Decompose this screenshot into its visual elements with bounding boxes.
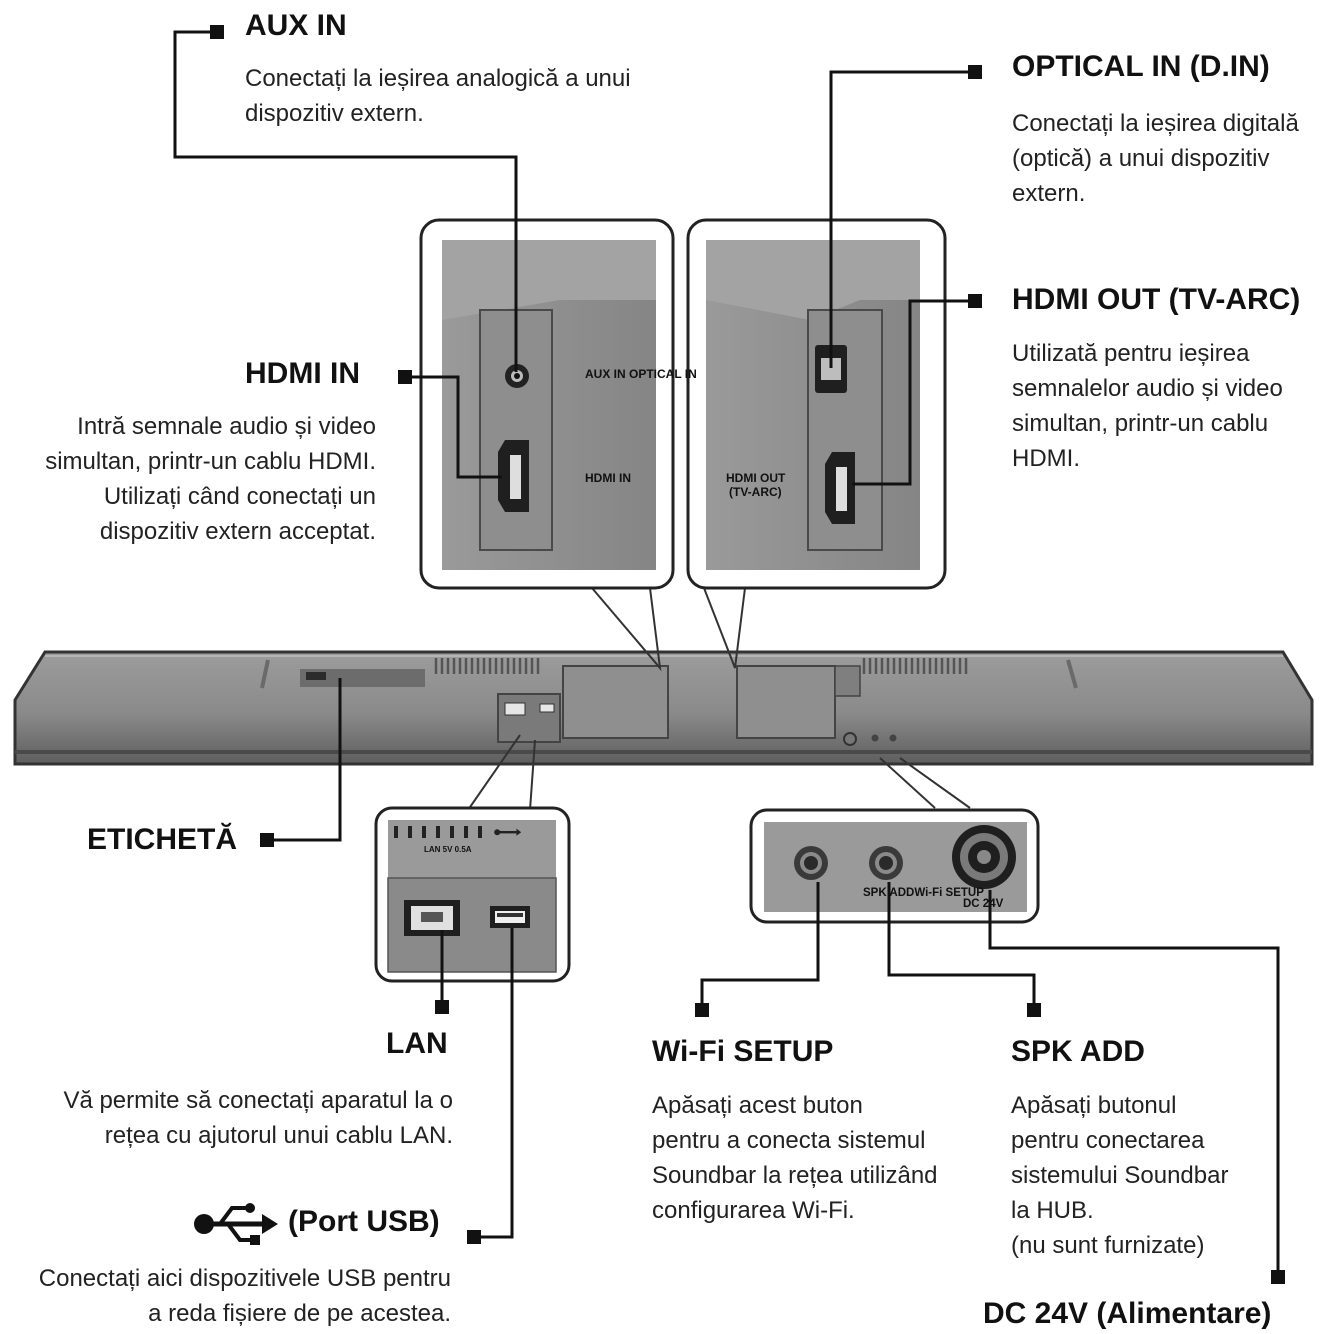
eticheta-title: ETICHETĂ [87, 823, 237, 856]
hdmi-in-title: HDMI IN [245, 357, 360, 390]
spk-add-desc: Apăsați butonul pentru conectarea sistem… [1011, 1092, 1229, 1259]
zoom-panel-outputs [686, 218, 947, 669]
usb-desc: Conectați aici dispozitivele USB pentru … [38, 1265, 451, 1327]
label-plate [300, 669, 425, 687]
wifi-setup-desc: Apăsați acest buton pentru a conecta sis… [652, 1092, 938, 1224]
optical-in-title: OPTICAL IN (D.IN) [1012, 50, 1270, 83]
spk-add-title: SPK ADD [1011, 1035, 1145, 1068]
leader-aux-in [173, 30, 518, 372]
leader-usb [474, 928, 514, 1239]
zoom-panel-inputs [419, 218, 675, 672]
leader-hdmi-out [852, 299, 975, 486]
hdmi-out-desc: Utilizată pentru ieșirea semnalelor audi… [1012, 340, 1283, 472]
vents-right [862, 658, 968, 674]
leader-eticheta [268, 678, 342, 842]
panel-text-lan: LAN 5V 0.5A [424, 845, 472, 854]
hdmi-out-title: HDMI OUT (TV-ARC) [1012, 283, 1301, 316]
body-input-recess [562, 665, 669, 739]
soundbar-body [13, 650, 1314, 766]
lan-title: LAN [386, 1027, 448, 1060]
usb-title: (Port USB) [288, 1205, 440, 1238]
body-output-recess [736, 665, 836, 739]
panel-text-dc: DC 24V [963, 898, 1004, 910]
panel-text-aux-optical: AUX IN OPTICAL IN [585, 367, 697, 381]
panel-text-hdmi-out: HDMI OUT [726, 471, 786, 485]
leader-terminals [210, 25, 1285, 1284]
dc-24v-title: DC 24V (Alimentare) [983, 1297, 1272, 1330]
body-lan-usb-recess [497, 693, 561, 743]
leader-dc [988, 890, 1280, 1278]
leader-hdmi-in [405, 375, 502, 479]
leader-lines [173, 30, 1280, 1278]
aux-in-title: AUX IN [245, 9, 347, 42]
vents-left [434, 658, 540, 674]
leader-wifi [700, 882, 820, 1010]
zoom-panel-lan-usb [374, 734, 571, 983]
panel-text-spk-wifi: SPK ADDWi-Fi SETUP [863, 887, 984, 899]
hdmi-in-desc: Intră semnale audio și video simultan, p… [45, 413, 376, 545]
panel-text-tv-arc: (TV-ARC) [729, 485, 782, 499]
usb-small-icon [494, 828, 522, 836]
zoom-panel-power [749, 757, 1040, 924]
lan-desc: Vă permite să conectați aparatul la o re… [63, 1087, 453, 1149]
leader-optical-in [829, 70, 975, 368]
wifi-setup-title: Wi-Fi SETUP [652, 1035, 834, 1068]
usb-icon [194, 1203, 278, 1245]
optical-in-desc: Conectați la ieșirea digitală (optică) a… [1012, 110, 1299, 207]
aux-in-desc: Conectați la ieșirea analogică a unui di… [245, 65, 631, 127]
panel-text-hdmi-in: HDMI IN [585, 471, 631, 485]
leader-spk [887, 882, 1036, 1010]
